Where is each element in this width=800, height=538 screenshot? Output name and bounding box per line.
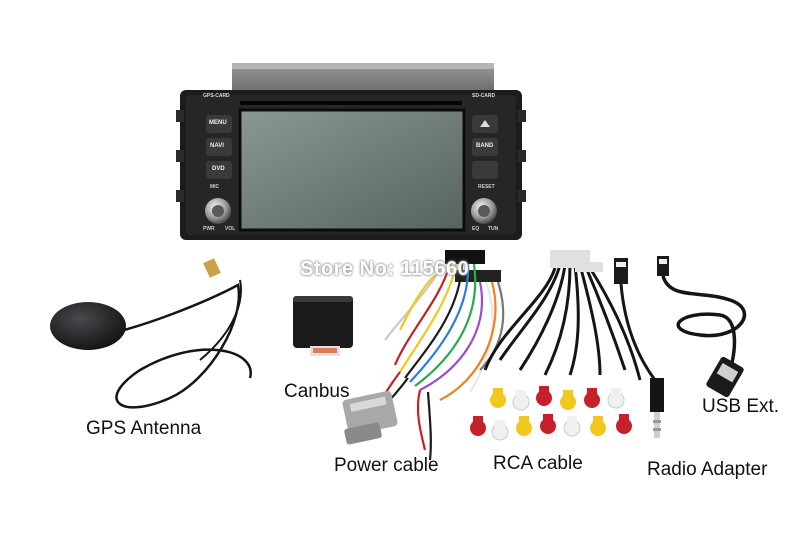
- radio-adapter: [614, 258, 664, 438]
- dvd-button-label: DVD: [212, 166, 225, 172]
- navi-button: [206, 138, 232, 156]
- menu-button-label: MENU: [209, 120, 227, 126]
- gps-puck: [50, 302, 126, 350]
- usb-button: [472, 161, 498, 179]
- eq-label: EQ: [472, 226, 480, 232]
- band-button: [472, 138, 498, 156]
- rca-cable-label: RCA cable: [493, 453, 583, 474]
- gps-card-label: GPS-CARD: [203, 93, 230, 99]
- pwr-label: PWR: [203, 226, 215, 232]
- screen: [238, 108, 466, 232]
- power-cable-label: Power cable: [334, 455, 439, 476]
- dvd-button: [206, 161, 232, 179]
- gps-antenna-label: GPS Antenna: [86, 418, 202, 439]
- radio-adapter-label: Radio Adapter: [647, 459, 768, 480]
- mic-label: MIC: [210, 184, 220, 190]
- sd-card-label: SD-CARD: [472, 93, 496, 99]
- usb-extension: [657, 256, 747, 398]
- store-watermark: Store No: 115660: [300, 258, 470, 280]
- reset-label: RESET: [478, 184, 495, 190]
- gps-connector: [203, 258, 221, 278]
- band-button-label: BAND: [476, 143, 494, 149]
- canbus-box: [293, 296, 353, 356]
- head-unit: [176, 63, 526, 240]
- rca-cable: [470, 250, 642, 441]
- tun-label: TUN: [488, 226, 499, 232]
- canbus-label: Canbus: [284, 381, 350, 402]
- power-plug: [342, 390, 398, 445]
- disc-slot: [240, 101, 462, 105]
- menu-button: [206, 115, 232, 133]
- gps-antenna: [50, 258, 252, 409]
- power-cable: [379, 250, 505, 461]
- usb-ext-label: USB Ext.: [702, 396, 780, 417]
- vol-label: VOL: [225, 226, 236, 232]
- navi-button-label: NAVI: [210, 143, 224, 149]
